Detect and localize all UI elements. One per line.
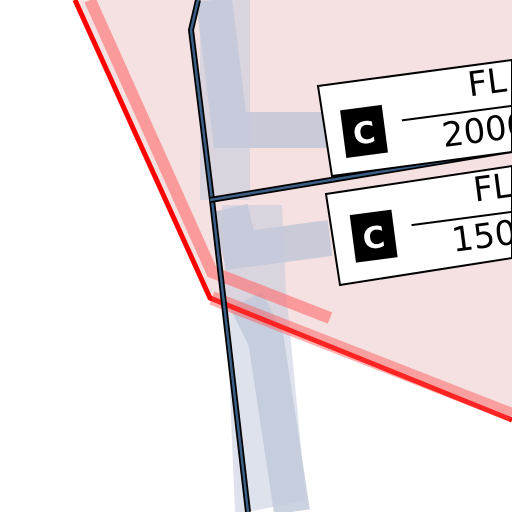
class-badge (349, 209, 398, 263)
airspace-label-2[interactable]: C FL 150 (324, 164, 512, 287)
class-badge-text: C (361, 220, 387, 258)
upper-limit: FL (465, 61, 508, 106)
airspace-label-1[interactable]: C FL 2000 (316, 58, 512, 178)
restricted-area-border (72, 0, 512, 423)
label-divider (401, 102, 512, 122)
class-badge (340, 104, 388, 158)
lower-limit: 150 (449, 213, 512, 261)
class-badge-text: C (351, 115, 377, 153)
upper-limit: FL (471, 166, 512, 211)
label-divider (411, 208, 512, 227)
